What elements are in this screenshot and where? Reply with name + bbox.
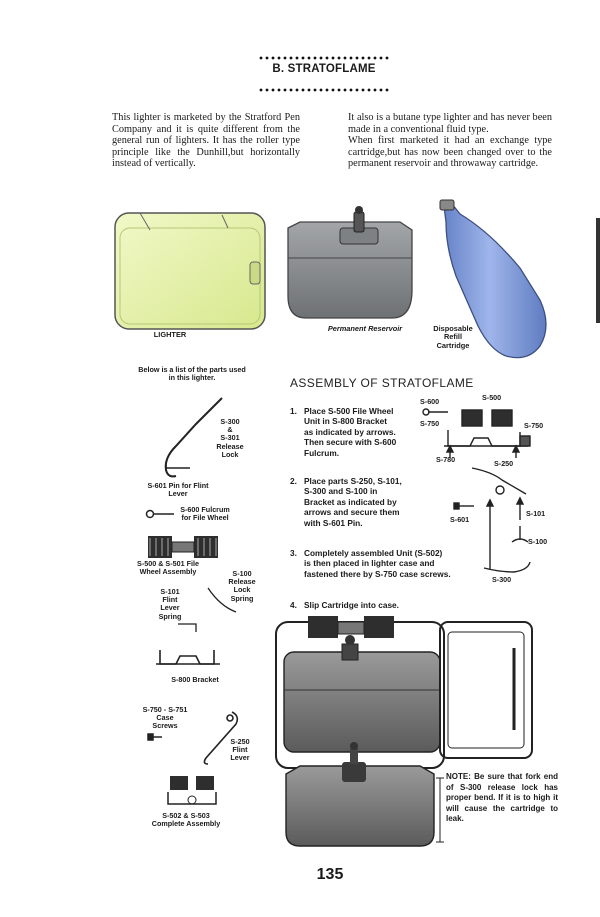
diag-label-s101: S-101	[526, 509, 546, 518]
page-edge-bar	[596, 218, 600, 323]
intro-right-column: It also is a butane type lighter and has…	[348, 112, 552, 170]
intro-right-paragraph-2: When first marketed it had an exchange t…	[348, 135, 552, 170]
part-s502-drawing	[167, 776, 217, 805]
caption-lighter: LIGHTER	[153, 330, 187, 339]
assembly-step-4: 4. Slip Cartridge into case.	[290, 600, 399, 610]
caption-reservoir: Permanent Reservoir	[327, 324, 403, 333]
diag-label-s750-left: S-750	[420, 419, 440, 428]
part-s600-drawing	[145, 509, 174, 519]
part-s100-drawing	[207, 587, 237, 613]
part-s300-drawing	[164, 397, 223, 478]
assembly-step-2: 2. Place parts S-250, S-101,S-300 and S-…	[290, 476, 402, 528]
part-s101-drawing	[178, 623, 197, 632]
reservoir-below-drawing	[285, 742, 444, 847]
title-rule-bottom	[258, 88, 390, 92]
parts-list-intro: Below is a list of the parts used in thi…	[138, 365, 246, 383]
lighter-photo	[114, 212, 266, 330]
part-s500-drawing	[148, 536, 218, 558]
assembly-heading: ASSEMBLY OF STRATOFLAME	[290, 376, 474, 390]
label-s800: S-800 Bracket	[171, 675, 219, 684]
title-rule-top	[258, 56, 390, 60]
part-s250-drawing	[203, 711, 239, 765]
diag-label-s780: S-780	[436, 455, 456, 464]
diag-label-s600: S-600	[420, 397, 440, 406]
diag-label-s300: S-300	[492, 575, 512, 584]
label-s601: S-601 Pin for Flint Lever	[147, 481, 209, 499]
diag-label-s250: S-250	[494, 459, 514, 468]
reservoir-photo	[287, 206, 413, 319]
caption-cartridge: Disposable Refill Cartridge	[433, 324, 473, 350]
page-number: 135	[316, 866, 344, 883]
diag-label-s750-right: S-750	[524, 421, 544, 430]
note-text: NOTE: Be sure that fork end of S-300 rel…	[446, 772, 558, 824]
diag-label-s601: S-601	[450, 515, 470, 524]
intro-right-paragraph-1: It also is a butane type lighter and has…	[348, 112, 552, 135]
part-s800-drawing	[156, 650, 220, 665]
diag-label-s100: S-100	[528, 537, 548, 546]
section-title: B. STRATOFLAME	[272, 63, 376, 75]
part-s601-drawing	[165, 465, 190, 471]
open-case-drawing	[275, 616, 533, 769]
assembly-exploded-diagram	[422, 408, 531, 573]
intro-left-paragraph: This lighter is marketed by the Stratfor…	[112, 112, 300, 170]
assembly-step-3: 3. Completely assembled Unit (S-502)is t…	[290, 548, 451, 579]
diag-label-s500: S-500	[482, 393, 502, 402]
cartridge-photo	[439, 199, 547, 359]
part-s750-drawing	[147, 733, 162, 741]
